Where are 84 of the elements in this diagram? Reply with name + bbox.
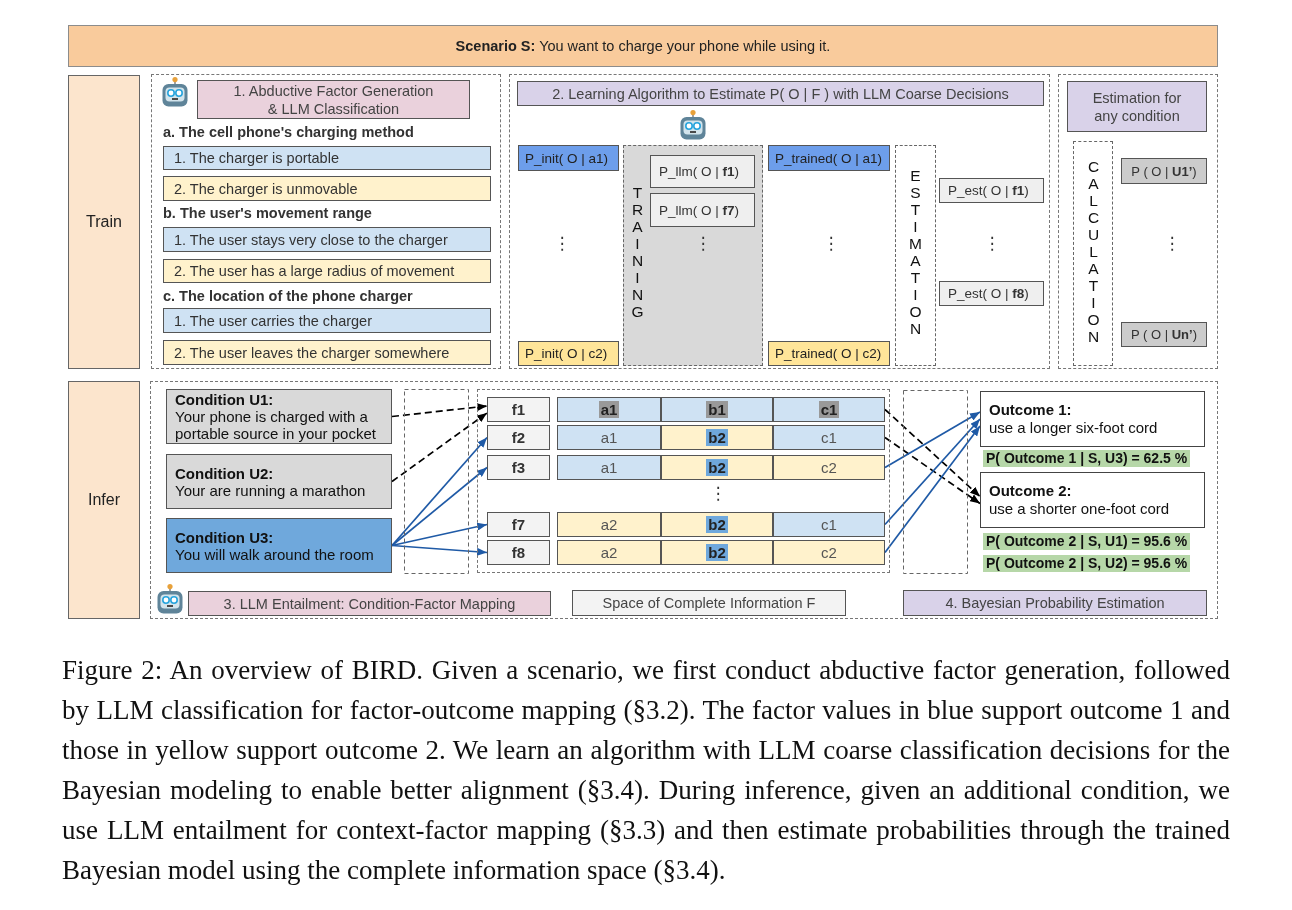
section-heading: 2. Learning Algorithm to Estimate P( O | F ) with LLM Coarse Decisions — [517, 81, 1044, 106]
value-cell: b2 — [661, 540, 773, 565]
probability-result: P( Outcome 2 | S, U1) = 95.6 % — [983, 533, 1191, 550]
probability-term: P_init( O | a1) — [518, 145, 619, 171]
factor-option: 1. The user stays very close to the charger — [163, 227, 491, 252]
factor-option: 2. The user leaves the charger somewhere — [163, 340, 491, 365]
condition-card — [166, 389, 392, 444]
value-cell: c1 — [773, 512, 885, 537]
dashed-panel — [509, 74, 1050, 369]
value-cell: b2 — [661, 425, 773, 450]
factor-id-cell: f3 — [487, 455, 550, 480]
factor-id-cell: f2 — [487, 425, 550, 450]
vertical-ellipsis: ⋮ — [821, 233, 841, 253]
outcome-card — [980, 391, 1205, 447]
factor-id-cell: f1 — [487, 397, 550, 422]
probability-term: P_trained( O | c2) — [768, 341, 890, 366]
condition-title: Condition U2: — [175, 464, 275, 482]
outcome-title: Outcome 1: — [989, 401, 1073, 419]
condition-title: Condition U3: — [175, 528, 275, 546]
outcome-text: use a longer six-foot cord — [989, 419, 1159, 437]
probability-term: P_est( O | f1) — [939, 178, 1044, 203]
value-cell: c1 — [773, 397, 885, 422]
probability-term: P ( O | Un’) — [1121, 322, 1207, 347]
value-cell: a2 — [557, 512, 661, 537]
probability-term: P_trained( O | a1) — [768, 145, 890, 171]
vertical-ellipsis: ⋮ — [693, 233, 713, 253]
section-heading: Estimation for any condition — [1067, 81, 1207, 132]
value-cell: a1 — [557, 425, 661, 450]
section-heading: Space of Complete Information F — [572, 590, 846, 616]
probability-result: P( Outcome 2 | S, U2) = 95.6 % — [983, 555, 1191, 572]
value-cell: c2 — [773, 540, 885, 565]
condition-card — [166, 518, 392, 573]
vertical-ellipsis: ⋮ — [708, 483, 728, 503]
factor-heading: b. The user's movement range — [163, 205, 372, 221]
condition-card — [166, 454, 392, 509]
dashed-column — [895, 145, 936, 366]
factor-option: 1. The charger is portable — [163, 146, 491, 170]
value-cell: b2 — [661, 512, 773, 537]
value-cell: a2 — [557, 540, 661, 565]
condition-text: Your phone is charged with a portable source in your pocket — [175, 408, 377, 442]
condition-title: Condition U1: — [175, 391, 275, 408]
factor-id-cell: f8 — [487, 540, 550, 565]
probability-term: P_llm( O | f7) — [650, 193, 755, 227]
vertical-label: CALCULATION — [1085, 158, 1102, 345]
probability-result: P( Outcome 1 | S, U3) = 62.5 % — [983, 450, 1191, 467]
probability-term: P_est( O | f8) — [939, 281, 1044, 306]
dashed-panel — [1058, 74, 1218, 369]
outcome-card — [980, 472, 1205, 528]
vertical-ellipsis: ⋮ — [982, 233, 1002, 253]
vertical-label: ESTIMATION — [907, 167, 924, 337]
vertical-label: TRAINING — [629, 184, 646, 320]
probability-term: P ( O | U1’) — [1121, 158, 1207, 184]
vertical-ellipsis: ⋮ — [552, 233, 572, 253]
probability-term: P_llm( O | f1) — [650, 155, 755, 188]
value-cell: b2 — [661, 455, 773, 480]
stage-label: Train — [68, 75, 140, 369]
scenario-banner: Scenario S: You want to charge your phone while using it. — [68, 25, 1218, 67]
outcome-title: Outcome 2: — [989, 482, 1073, 500]
dashed-panel — [151, 74, 501, 369]
value-cell: c1 — [773, 425, 885, 450]
value-cell: b1 — [661, 397, 773, 422]
condition-text: Your are running a marathon — [175, 481, 367, 499]
outcome-text: use a shorter one-foot cord — [989, 500, 1171, 518]
factor-id-cell: f7 — [487, 512, 550, 537]
value-cell: c2 — [773, 455, 885, 480]
factor-heading: c. The location of the phone charger — [163, 288, 413, 304]
factor-heading: a. The cell phone's charging method — [163, 124, 414, 140]
section-heading: 3. LLM Entailment: Condition-Factor Mapping — [188, 591, 551, 616]
value-cell: a1 — [557, 455, 661, 480]
dashed-column — [623, 145, 763, 366]
probability-term: P_init( O | c2) — [518, 341, 619, 366]
section-heading: 1. Abductive Factor Generation & LLM Classification — [197, 80, 470, 119]
dashed-panel — [150, 381, 1218, 619]
figure-caption: Figure 2: An overview of BIRD. Given a scenario, we first conduct abductive factor generation, followed by LLM classification for factor-outcome mapping (§3.2). The factor values in blue support outcome 1 and those in yellow support outcome 2. We learn an algorithm with LLM coarse classification decisions for the Bayesian modeling to enable better alignment (§3.4). During inference, given an additional condition, we use LLM entailment for context-factor mapping (§3.3) and then estimate probabilities through the trained Bayesian model using the complete information space (§3.4). — [62, 654, 1230, 887]
factor-option: 2. The user has a large radius of movement — [163, 259, 491, 283]
stage-label: Infer — [68, 381, 140, 619]
factor-option: 1. The user carries the charger — [163, 308, 491, 333]
condition-text: You will walk around the room — [175, 545, 375, 563]
value-cell: a1 — [557, 397, 661, 422]
vertical-ellipsis: ⋮ — [1162, 233, 1182, 253]
section-heading: 4. Bayesian Probability Estimation — [903, 590, 1207, 616]
factor-option: 2. The charger is unmovable — [163, 176, 491, 201]
dashed-column — [1073, 141, 1113, 366]
dashed-panel — [477, 389, 890, 573]
